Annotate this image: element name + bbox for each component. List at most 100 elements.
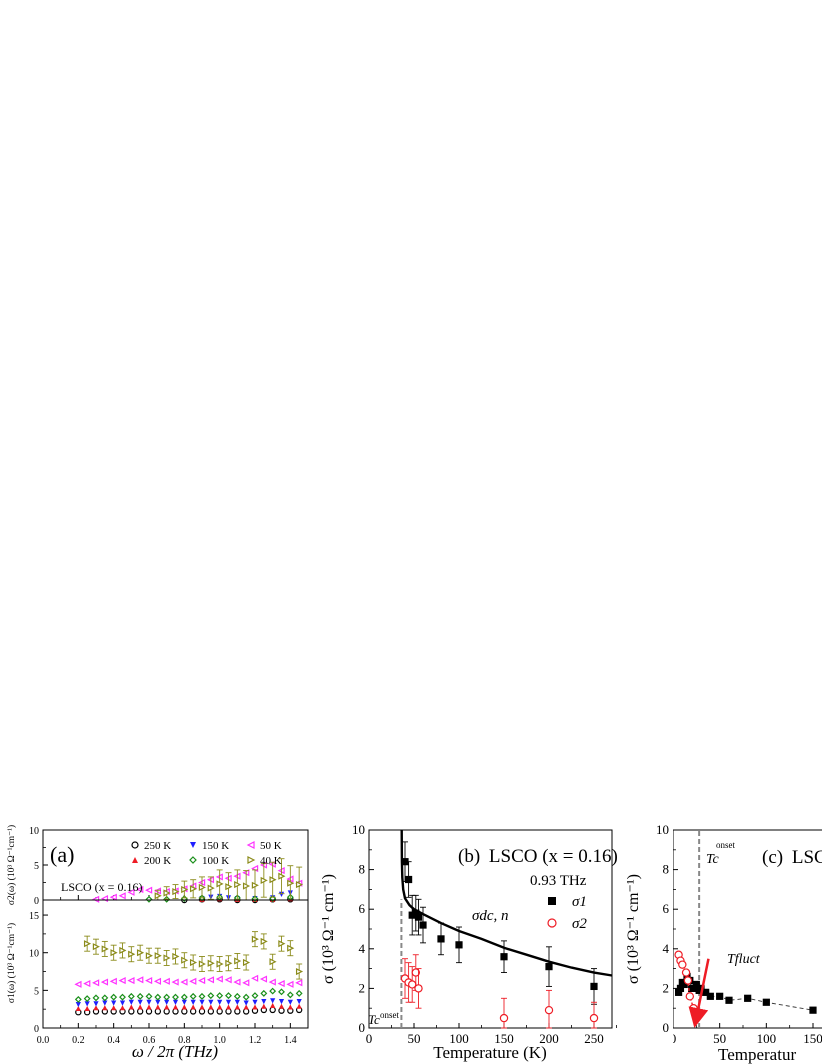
b-ytick-label: 4	[359, 941, 366, 956]
c-sigma1-point	[744, 994, 752, 1002]
a-top-point	[198, 883, 206, 891]
panel-c-tc-label: Tc	[706, 852, 720, 867]
a-bot-ytick-label: 0	[34, 1024, 39, 1035]
a-bot-point	[83, 995, 91, 1003]
a-bot-point	[93, 1001, 99, 1007]
a-bot-point	[198, 976, 206, 985]
a-bot-point	[189, 1008, 197, 1015]
panel-b-tc-sup: onset	[380, 1010, 399, 1020]
a-bot-point	[162, 977, 170, 985]
a-bot-point	[269, 1006, 276, 1014]
b-sigma1-point	[414, 913, 423, 921]
legend-label-200k: 200 K	[144, 855, 171, 867]
a-bot-point	[216, 1008, 223, 1015]
legend-label-sigma1: σ1	[572, 894, 587, 910]
a-bot-point	[128, 1004, 134, 1010]
a-bot-point	[260, 937, 268, 945]
a-bot-xtick-label: 0.6	[143, 1035, 156, 1046]
a-bot-point	[180, 978, 188, 986]
panel-a-bottom-marks	[74, 931, 304, 1016]
a-top-point	[216, 880, 224, 888]
b-sigma2-point	[544, 1005, 554, 1015]
c-sigma1-point	[675, 988, 683, 996]
a-bot-point	[287, 999, 293, 1005]
a-top-point	[242, 882, 251, 890]
b-sigma1-point	[405, 875, 413, 884]
c-sigma1-point	[706, 992, 714, 1000]
b-xtick-label: 150	[494, 1031, 514, 1046]
a-bot-point	[181, 1008, 188, 1015]
a-bot-point	[287, 944, 295, 952]
a-top-ytick-label: 5	[34, 861, 39, 872]
a-bot-point	[118, 976, 126, 985]
b-ytick-label: 10	[352, 822, 365, 837]
a-bot-xtick-label: 0.2	[72, 1035, 85, 1046]
b-sigma2-point	[414, 984, 423, 993]
a-bot-xtick-label: 1.2	[249, 1035, 262, 1046]
legend-label-250k: 250 K	[144, 840, 171, 852]
a-top-point	[92, 895, 100, 903]
c-sigma1-point	[680, 980, 688, 989]
a-bot-point	[128, 950, 136, 958]
a-bot-point	[164, 999, 170, 1005]
panel-a-bottom-ylabel: σ1(ω) (10³ Ω⁻¹cm⁻¹)	[6, 923, 17, 1003]
a-bot-point	[137, 999, 143, 1005]
panel-b-xlabel: Temperature (K)	[433, 1043, 547, 1062]
c-ytick-label: 8	[663, 862, 670, 877]
a-top-point	[287, 879, 295, 887]
a-bot-point	[189, 958, 198, 967]
a-bot-point	[217, 999, 223, 1005]
a-top-point	[118, 892, 126, 900]
a-bot-point	[136, 976, 144, 984]
a-top-ytick-label: 0	[34, 896, 39, 907]
c-sigma2-point	[685, 992, 695, 1001]
legend-marker-50k	[246, 841, 255, 849]
b-sigma2-point	[589, 1013, 599, 1023]
a-bot-point	[224, 976, 232, 984]
legend-marker-sigma1	[548, 897, 556, 905]
a-bot-point	[181, 999, 187, 1005]
a-bot-point	[110, 993, 118, 1001]
a-bot-xtick-label: 0.8	[178, 1035, 191, 1046]
a-bot-point	[242, 1008, 250, 1015]
a-bot-point	[189, 992, 197, 1000]
a-bot-point	[261, 1003, 267, 1009]
panel-c-frame	[673, 829, 822, 1029]
a-bot-point	[260, 989, 268, 997]
a-top-point	[181, 885, 189, 894]
a-bot-point	[128, 999, 134, 1005]
a-bot-point	[119, 946, 127, 955]
a-top-point	[295, 881, 304, 889]
a-top-point	[145, 895, 153, 903]
panel-c-tfluct-label: Tfluct	[727, 952, 761, 967]
c-ytick-label: 2	[663, 980, 670, 995]
panel-b-curve-label: σdc, n	[472, 908, 509, 924]
a-bot-point	[216, 960, 224, 968]
a-bot-xtick-label: 1.0	[213, 1035, 226, 1046]
a-bot-point	[137, 1004, 143, 1010]
a-bot-point	[154, 993, 162, 1001]
panel-c-label: (c) LSC	[762, 847, 822, 868]
legend-marker-250k	[131, 841, 139, 849]
a-bot-point	[154, 952, 162, 960]
a-bot-point	[111, 1000, 117, 1006]
a-bot-point	[109, 977, 117, 985]
a-bot-point	[84, 1005, 90, 1012]
panel-b-ylabel: σ (10³ Ω⁻¹ cm⁻¹)	[320, 874, 337, 984]
a-bot-xtick-label: 1.4	[284, 1035, 297, 1046]
a-bot-point	[269, 987, 277, 995]
a-bot-point	[102, 1000, 108, 1006]
panel-a-bottom-frame	[42, 899, 309, 1029]
a-top-point	[109, 893, 117, 901]
a-bot-point	[216, 992, 224, 1000]
c-sigma1-point	[692, 980, 700, 989]
c-xtick-label: 0	[670, 1031, 677, 1046]
c-sigma1-point	[689, 984, 698, 992]
